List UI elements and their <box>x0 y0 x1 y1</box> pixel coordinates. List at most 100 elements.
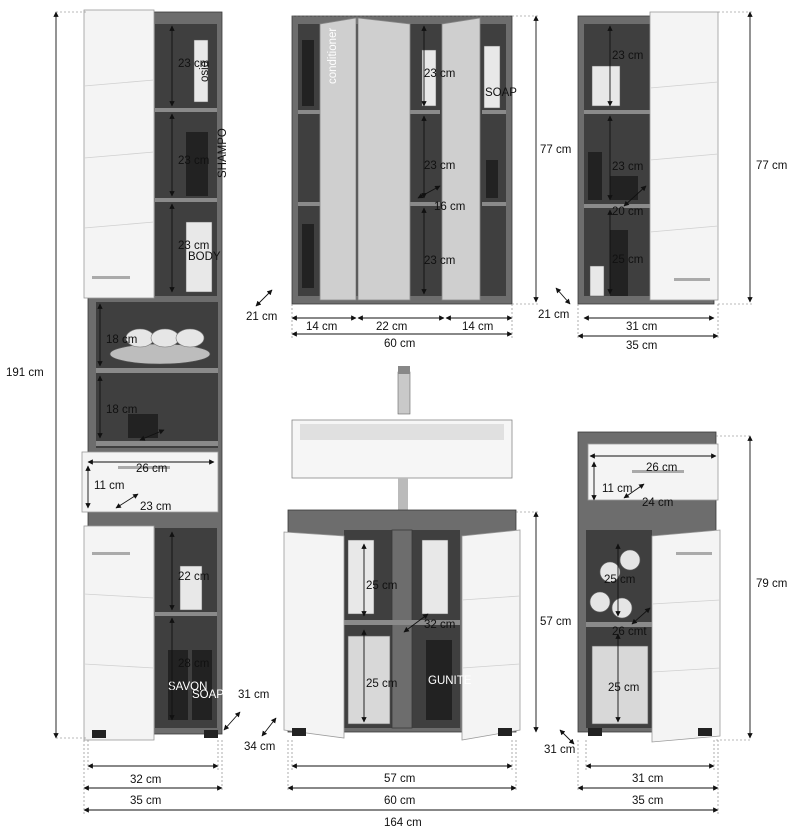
wall-shelf-label: 23 cm <box>612 50 643 62</box>
base-cabinet <box>577 431 752 743</box>
tall-drawer-depth-label: 23 cm <box>140 501 171 513</box>
wall-depth-inner-label: 20 cm <box>612 206 643 218</box>
wall-inner-width-label: 31 cm <box>626 321 657 333</box>
base-drawer-depth-label: 24 cm <box>642 497 673 509</box>
vanity-outer-width-label: 60 cm <box>384 795 415 807</box>
bottle-icon <box>185 221 213 293</box>
vanity-depth-label: 34 cm <box>244 741 275 753</box>
mirror-shelf-label: 23 cm <box>424 68 455 80</box>
product-label: GUNITE <box>428 675 472 687</box>
towel-icon <box>589 591 611 613</box>
base-upper-label: 25 cm <box>604 574 635 586</box>
product-label: SOAP <box>192 689 224 701</box>
mirror-height-label: 77 cm <box>540 144 571 156</box>
dimension-lines <box>53 11 753 814</box>
towel-icon <box>611 597 633 619</box>
base-drawer-height-label: 11 cm <box>602 483 632 495</box>
basket-icon <box>347 635 391 725</box>
tall-cabinet: osio SHAMPO BODY SAVON SOAP <box>81 9 229 741</box>
basket-icon <box>109 343 211 365</box>
wall-cabinet <box>577 11 752 305</box>
base-drawer-handle <box>632 470 684 473</box>
tall-shelf-label: 23 cm <box>178 58 209 70</box>
vanity-divider <box>391 529 413 729</box>
tall-lower-shelf-label: 28 cm <box>178 658 209 670</box>
tall-inner-width-label: 32 cm <box>130 774 161 786</box>
foot <box>204 730 218 738</box>
wall-height-label: 77 cm <box>756 160 787 172</box>
tall-shelf <box>155 198 217 202</box>
base-depth-label: 31 cm <box>544 744 575 756</box>
vanity-lower-label: 25 cm <box>366 678 397 690</box>
bottle-icon <box>421 539 449 615</box>
mirror-total-width-label: 60 cm <box>384 338 415 350</box>
tall-height-label: 191 cm <box>6 367 44 379</box>
vanity-upper-label: 25 cm <box>366 580 397 592</box>
product-label: SOAP <box>485 87 517 99</box>
bottle-icon <box>483 45 501 109</box>
tall-lower-shelf-label: 22 cm <box>178 571 209 583</box>
tall-shelf <box>96 441 218 446</box>
bottle-icon <box>179 565 203 611</box>
mirror-cabinet: conditioner SOAP <box>291 15 540 305</box>
vanity-inner-depth-label: 32 cm <box>424 619 455 631</box>
bottle-icon <box>588 152 602 200</box>
tall-drawer-handle <box>118 466 170 469</box>
tall-lower-door <box>83 525 155 741</box>
vanity-unit: GUNITE <box>283 366 521 741</box>
base-cabinet-door <box>651 529 721 743</box>
jar-icon <box>591 65 621 107</box>
foot <box>92 730 106 738</box>
base-inner-depth-label: 26 cmt <box>612 626 647 638</box>
product-label: SAVON <box>168 681 207 693</box>
tall-upper-door <box>83 9 155 299</box>
vanity-height-label: 57 cm <box>540 616 571 628</box>
vanity-inner-width-label: 57 cm <box>384 773 415 785</box>
bottle-icon <box>192 650 212 720</box>
dimension-labels: 191 cm 23 cm 23 cm 23 cm 18 cm 18 cm 26 … <box>6 50 787 829</box>
bottle-icon <box>610 230 628 296</box>
base-outer-width-label: 35 cm <box>632 795 663 807</box>
tall-shelf <box>96 368 218 373</box>
tall-shelf <box>155 108 217 112</box>
base-lower-label: 25 cm <box>608 682 639 694</box>
mirror-door <box>441 17 481 301</box>
tall-lower-handle <box>92 552 130 555</box>
faucet-icon <box>397 371 411 415</box>
wall-cabinet-door <box>649 11 719 301</box>
tall-shelf <box>155 612 217 616</box>
product-label: conditioner <box>327 28 339 84</box>
towel-icon <box>175 328 205 348</box>
tall-shelf-label: 23 cm <box>178 240 209 252</box>
wall-outer-width-label: 35 cm <box>626 340 657 352</box>
product-label: SHAMPO <box>217 128 229 178</box>
mirror-door <box>357 17 411 301</box>
mirror-shelf-label: 23 cm <box>424 255 455 267</box>
tall-outer-width-label: 35 cm <box>130 795 161 807</box>
bottle-icon <box>426 640 452 720</box>
drain-pipe <box>398 478 408 514</box>
wall-cabinet-handle <box>674 278 710 281</box>
tall-drawer-width-label: 26 cm <box>136 463 167 475</box>
bottle-icon <box>186 132 208 196</box>
towel-icon <box>150 328 180 348</box>
mirror-depth-label: 21 cm <box>246 311 277 323</box>
vanity-right-door <box>461 529 521 741</box>
wall-depth-label: 21 cm <box>538 309 569 321</box>
product-label: BODY <box>188 251 221 263</box>
bottle-icon <box>302 224 314 288</box>
tall-shelf-label: 23 cm <box>178 155 209 167</box>
bottle-icon <box>193 39 209 103</box>
wall-shelf-label: 25 cm <box>612 254 643 266</box>
tall-depth-label: 31 cm <box>238 689 269 701</box>
mirror-center-width-label: 22 cm <box>376 321 407 333</box>
tall-open-shelf-label: 18 cm <box>106 334 137 346</box>
towel-icon <box>619 549 641 571</box>
base-inner-width-label: 31 cm <box>632 773 663 785</box>
mirror-right-width-label: 14 cm <box>462 321 493 333</box>
bottle-icon <box>347 539 375 615</box>
total-width-label: 164 cm <box>384 817 422 829</box>
bottle-icon <box>486 160 498 198</box>
